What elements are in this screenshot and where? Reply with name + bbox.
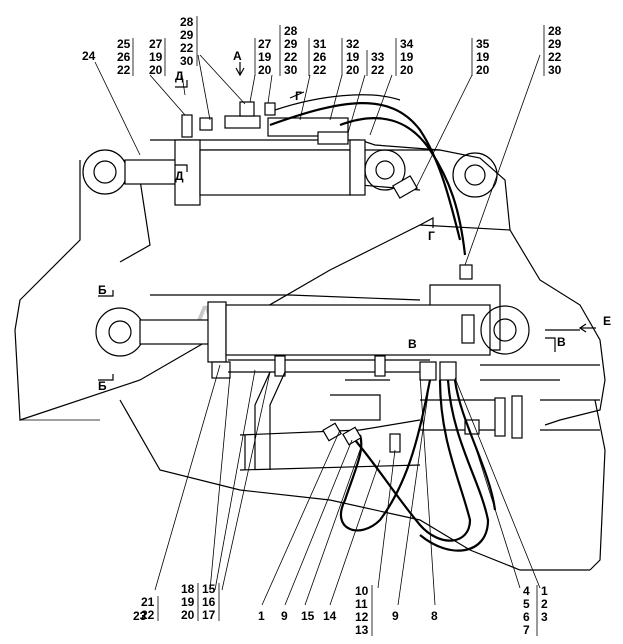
callout-8: 8 bbox=[431, 609, 438, 623]
callout-28: 28 bbox=[180, 15, 194, 29]
callout-18: 18 bbox=[181, 582, 195, 596]
callout-22: 22 bbox=[313, 63, 327, 77]
callout-30: 30 bbox=[284, 63, 298, 77]
callout-29: 29 bbox=[284, 37, 298, 51]
callout-15: 15 bbox=[202, 582, 216, 596]
callout-6: 6 bbox=[523, 610, 530, 624]
callout-29: 29 bbox=[548, 37, 562, 51]
bottom-callouts: 23 21 22 18 19 20 15 16 17 1 9 15 14 10 … bbox=[133, 582, 548, 637]
callout-22: 22 bbox=[141, 608, 155, 622]
callout-31: 31 bbox=[313, 37, 327, 51]
callout-9: 9 bbox=[281, 609, 288, 623]
callout-34: 34 bbox=[400, 37, 414, 51]
callout-20: 20 bbox=[181, 608, 195, 622]
view-label-g-mid: Г bbox=[428, 229, 435, 243]
callout-4: 4 bbox=[523, 584, 530, 598]
view-label-d-top: Д bbox=[175, 69, 184, 83]
callout-19: 19 bbox=[258, 50, 272, 64]
view-label-v-right: В bbox=[557, 335, 566, 349]
callout-30: 30 bbox=[180, 54, 194, 68]
callout-28: 28 bbox=[548, 24, 562, 38]
callout-13: 13 bbox=[355, 623, 369, 637]
callout-20: 20 bbox=[346, 63, 360, 77]
callout-26: 26 bbox=[117, 50, 131, 64]
view-label-g-top: Г bbox=[295, 89, 302, 103]
callout-24: 24 bbox=[82, 49, 96, 63]
callout-9: 9 bbox=[392, 609, 399, 623]
callout-20: 20 bbox=[258, 63, 272, 77]
view-label-e: Е bbox=[603, 314, 611, 328]
upper-cylinder bbox=[82, 139, 498, 206]
lower-cylinder bbox=[95, 301, 530, 379]
callout-7: 7 bbox=[523, 623, 530, 637]
callout-20: 20 bbox=[476, 63, 490, 77]
callout-11: 11 bbox=[355, 597, 368, 611]
callout-32: 32 bbox=[346, 37, 360, 51]
callout-22: 22 bbox=[284, 50, 298, 64]
view-label-b-top: Б bbox=[98, 283, 107, 297]
callout-27: 27 bbox=[258, 37, 272, 51]
top-callouts: 24 25 26 22 27 19 20 28 29 22 30 27 19 2… bbox=[82, 15, 562, 77]
callout-5: 5 bbox=[523, 597, 530, 611]
callout-20: 20 bbox=[149, 63, 163, 77]
callout-10: 10 bbox=[355, 584, 369, 598]
callout-26: 26 bbox=[313, 50, 327, 64]
callout-19: 19 bbox=[149, 50, 163, 64]
callout-2: 2 bbox=[541, 597, 548, 611]
callout-22: 22 bbox=[371, 63, 385, 77]
callout-12: 12 bbox=[355, 610, 369, 624]
callout-14: 14 bbox=[323, 609, 337, 623]
callout-19: 19 bbox=[181, 595, 195, 609]
callout-1: 1 bbox=[541, 584, 548, 598]
callout-25: 25 bbox=[117, 37, 131, 51]
view-label-a: А bbox=[233, 49, 242, 63]
leader-lines bbox=[94, 54, 541, 606]
callout-35: 35 bbox=[476, 37, 490, 51]
view-markers: А Б Б В В Г Г Д Д Е bbox=[98, 49, 611, 393]
view-label-d-mid: Д bbox=[175, 169, 184, 183]
callout-1: 1 bbox=[258, 609, 265, 623]
callout-3: 3 bbox=[541, 610, 548, 624]
callout-23: 23 bbox=[133, 609, 147, 623]
callout-29: 29 bbox=[180, 28, 194, 42]
callout-16: 16 bbox=[202, 595, 216, 609]
callout-33: 33 bbox=[371, 50, 385, 64]
view-label-b-bottom: Б bbox=[98, 379, 107, 393]
callout-19: 19 bbox=[346, 50, 360, 64]
callout-28: 28 bbox=[284, 24, 298, 38]
callout-17: 17 bbox=[202, 608, 216, 622]
upper-fittings bbox=[181, 94, 473, 280]
lower-hoses bbox=[228, 355, 523, 552]
callout-20: 20 bbox=[400, 63, 414, 77]
callout-22: 22 bbox=[117, 63, 131, 77]
callout-15: 15 bbox=[301, 609, 315, 623]
callout-22: 22 bbox=[548, 50, 562, 64]
callout-21: 21 bbox=[141, 595, 155, 609]
view-label-v-left: В bbox=[408, 337, 417, 351]
callout-19: 19 bbox=[400, 50, 414, 64]
callout-27: 27 bbox=[149, 37, 163, 51]
callout-19: 19 bbox=[476, 50, 490, 64]
callout-30: 30 bbox=[548, 63, 562, 77]
callout-22: 22 bbox=[180, 41, 194, 55]
